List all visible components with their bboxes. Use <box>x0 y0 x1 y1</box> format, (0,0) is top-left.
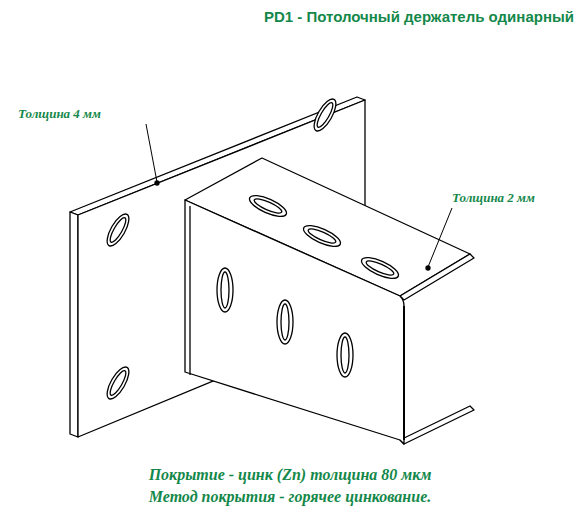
top-flange-edge <box>400 254 474 300</box>
diagram-title: PD1 - Потолочный держатель одинарный <box>264 8 574 25</box>
bottom-flange <box>400 406 474 444</box>
plate-side-edge <box>70 212 78 437</box>
leader-dot <box>426 266 430 270</box>
coating-note: Метод покрытия - горячее цинкование. <box>149 488 432 506</box>
web-edge <box>403 306 405 440</box>
thickness-label: Толщина 4 мм <box>18 106 101 122</box>
leader-line <box>428 208 452 267</box>
leader-dot <box>155 181 159 185</box>
leader-line <box>146 124 157 182</box>
flange-slots <box>247 191 401 282</box>
coating-note: Покрытие - цинк (Zn) толщина 80 мкм <box>149 466 432 484</box>
channel-web <box>185 200 404 444</box>
web-slots <box>217 268 353 377</box>
web-bend-line <box>189 206 190 375</box>
thickness-label: Толщина 2 мм <box>452 190 535 206</box>
